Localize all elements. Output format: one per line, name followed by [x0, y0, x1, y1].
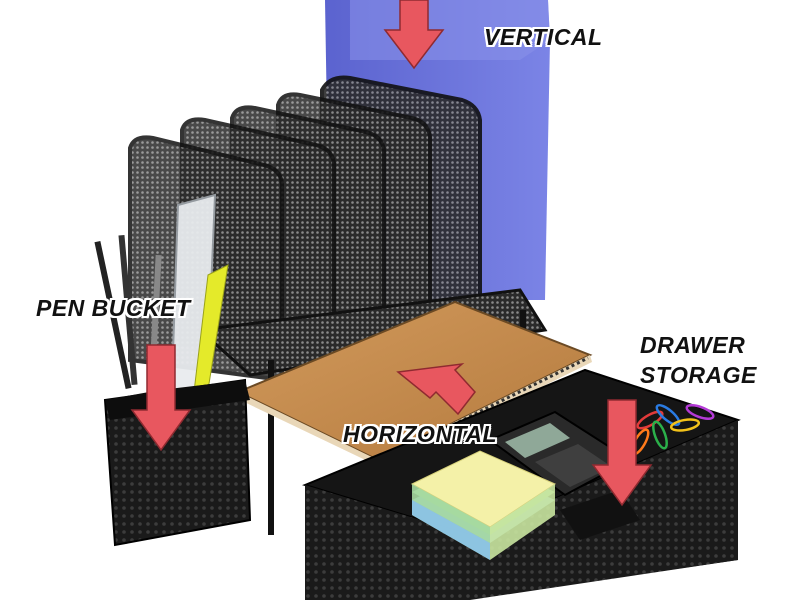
arrow-down-drawer — [591, 399, 653, 507]
callout-drawer-line2: STORAGE — [640, 362, 757, 388]
arrow-down-vertical — [383, 0, 445, 70]
arrow-down-pen — [130, 344, 192, 452]
callout-drawer-storage: DRAWER STORAGE — [640, 330, 757, 390]
callout-vertical: VERTICAL — [484, 24, 603, 50]
arrows — [130, 0, 653, 507]
callout-drawer-line1: DRAWER — [640, 332, 746, 358]
calculator — [487, 410, 632, 497]
callout-pen-bucket: PEN BUCKET — [36, 295, 191, 321]
arrow-left-horizontal — [396, 362, 476, 416]
callout-horizontal: HORIZONTAL — [343, 421, 498, 447]
sticky-notes — [410, 450, 557, 560]
